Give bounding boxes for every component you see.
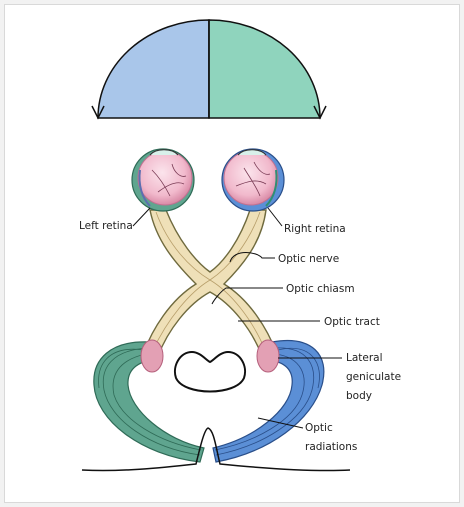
label-optic-radiations-line1: Optic [305, 422, 333, 434]
left-lateral-geniculate-body [141, 340, 163, 372]
label-right-retina: Right retina [284, 223, 346, 235]
leader-right-retina [268, 208, 282, 226]
right-visual-field [209, 20, 320, 118]
label-optic-tract: Optic tract [324, 316, 380, 328]
label-lgb-line3: body [346, 390, 372, 402]
label-optic-radiations-line2: radiations [305, 441, 357, 453]
label-optic-nerve: Optic nerve [278, 253, 339, 265]
label-lgb-line2: geniculate [346, 371, 401, 383]
midbrain-outline [175, 352, 245, 392]
label-optic-chiasm: Optic chiasm [286, 283, 355, 295]
optic-nerve-chiasm-tract [144, 210, 276, 356]
label-lgb-line1: Lateral [346, 352, 383, 364]
right-lateral-geniculate-body [257, 340, 279, 372]
right-eye [222, 149, 284, 211]
left-visual-field [98, 20, 209, 118]
visual-field [92, 20, 326, 118]
optic-pathway [144, 210, 276, 356]
left-eye [132, 149, 194, 211]
leader-left-retina [133, 208, 150, 226]
label-left-retina: Left retina [79, 220, 133, 232]
